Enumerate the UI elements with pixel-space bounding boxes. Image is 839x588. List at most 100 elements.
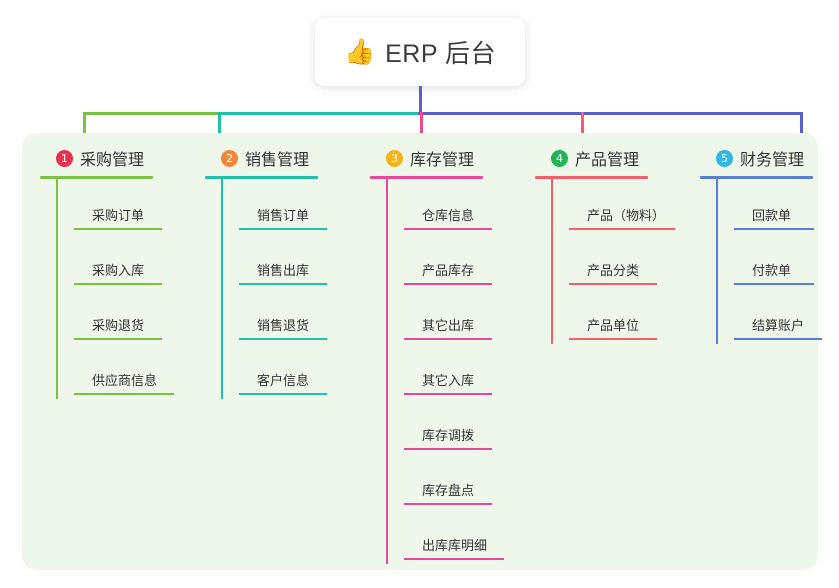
branch-item-list: 采购订单采购入库采购退货供应商信息 — [40, 179, 174, 399]
branch-item[interactable]: 结算账户 — [716, 289, 822, 344]
branch-item[interactable]: 客户信息 — [221, 344, 327, 399]
branch-item-list: 销售订单销售出库销售退货客户信息 — [205, 179, 327, 399]
branch-item[interactable]: 库存调拨 — [386, 399, 492, 454]
connector-bar-segment-2 — [218, 112, 418, 115]
connector-drop-1 — [83, 112, 86, 150]
branch-item-label: 产品（物料） — [587, 208, 666, 223]
branch-panel-background — [22, 133, 818, 570]
branch-item-label: 库存盘点 — [422, 483, 475, 498]
branch-title-underline — [535, 176, 648, 179]
root-connector-line — [419, 86, 422, 113]
branch-item-label: 采购入库 — [92, 263, 145, 278]
branch-spine-line — [56, 179, 58, 399]
connector-bar-segment-1 — [83, 112, 218, 115]
branch-item-underline — [404, 338, 492, 340]
branch-item[interactable]: 产品库存 — [386, 234, 492, 289]
branch-item-underline — [239, 283, 327, 285]
branch-header-1[interactable]: 1 采购管理 — [40, 146, 153, 170]
branch-spine-line — [221, 179, 223, 399]
branch-header-3[interactable]: 3 库存管理 — [370, 146, 483, 170]
branch-item-label: 采购订单 — [92, 208, 145, 223]
branch-item-underline — [569, 338, 657, 340]
branch-spine-line — [551, 179, 553, 344]
branch-header-5[interactable]: 5 财务管理 — [700, 146, 813, 170]
branch-item[interactable]: 采购订单 — [56, 179, 162, 234]
branch-item[interactable]: 出库库明细 — [386, 509, 504, 564]
branch-item-underline — [734, 338, 822, 340]
branch-item-label: 客户信息 — [257, 373, 310, 388]
branch-item-label: 销售订单 — [257, 208, 310, 223]
branch-item-underline — [239, 393, 327, 395]
connector-drop-4 — [581, 112, 584, 150]
branch-item[interactable]: 销售退货 — [221, 289, 327, 344]
connector-drop-5 — [800, 112, 803, 150]
branch-item-list: 仓库信息产品库存其它出库其它入库库存调拨库存盘点出库库明细 — [370, 179, 504, 564]
connector-drop-3 — [420, 112, 423, 150]
branch-item-underline — [74, 228, 162, 230]
branch-item[interactable]: 销售订单 — [221, 179, 327, 234]
branch-item-label: 其它入库 — [422, 373, 475, 388]
branch-item-label: 出库库明细 — [422, 538, 488, 553]
branch-item-underline — [734, 228, 814, 230]
branch-item-underline — [404, 283, 492, 285]
branch-item[interactable]: 产品单位 — [551, 289, 657, 344]
branch-title-underline — [40, 176, 153, 179]
branch-item-underline — [404, 558, 504, 560]
branch-title: 财务管理 — [740, 152, 805, 169]
branch-title: 库存管理 — [410, 152, 475, 169]
branch-item-underline — [404, 503, 492, 505]
branch-item-label: 产品分类 — [587, 263, 640, 278]
branch-number-badge: 1 — [56, 149, 73, 167]
branch-item-label: 结算账户 — [752, 318, 805, 333]
branch-item-underline — [404, 228, 492, 230]
branch-number-badge: 5 — [716, 149, 733, 167]
branch-item-underline — [239, 338, 327, 340]
connector-bar-segment-3 — [418, 112, 803, 115]
branch-item-underline — [569, 283, 657, 285]
branch-column-3: 3 库存管理仓库信息产品库存其它出库其它入库库存调拨库存盘点出库库明细 — [370, 146, 504, 564]
branch-item[interactable]: 仓库信息 — [386, 179, 492, 234]
branch-item[interactable]: 采购入库 — [56, 234, 162, 289]
root-node-card[interactable]: 👍 ERP 后台 — [315, 18, 525, 86]
root-node-title: ERP 后台 — [385, 40, 497, 68]
branch-item-label: 产品库存 — [422, 263, 475, 278]
branch-item[interactable]: 产品分类 — [551, 234, 657, 289]
branch-item[interactable]: 其它出库 — [386, 289, 492, 344]
branch-item-label: 付款单 — [752, 263, 792, 278]
branch-item[interactable]: 供应商信息 — [56, 344, 174, 399]
branch-item-label: 供应商信息 — [92, 373, 158, 388]
branch-item[interactable]: 回款单 — [716, 179, 814, 234]
branch-column-5: 5 财务管理回款单付款单结算账户 — [700, 146, 822, 344]
branch-item[interactable]: 销售出库 — [221, 234, 327, 289]
branch-item-underline — [239, 228, 327, 230]
branch-column-1: 1 采购管理采购订单采购入库采购退货供应商信息 — [40, 146, 174, 399]
branch-title: 产品管理 — [575, 152, 640, 169]
branch-item-label: 库存调拨 — [422, 428, 475, 443]
branch-item-underline — [734, 283, 814, 285]
branch-spine-line — [716, 179, 718, 344]
branch-item-list: 产品（物料） 产品分类产品单位 — [535, 179, 675, 344]
branch-item[interactable]: 产品（物料） — [551, 179, 675, 234]
branch-item[interactable]: 付款单 — [716, 234, 814, 289]
branch-item-list: 回款单付款单结算账户 — [700, 179, 822, 344]
branch-item-label: 销售退货 — [257, 318, 310, 333]
branch-item[interactable]: 库存盘点 — [386, 454, 492, 509]
branch-title-underline — [370, 176, 483, 179]
branch-item[interactable]: 采购退货 — [56, 289, 162, 344]
branch-spine-line — [386, 179, 388, 564]
branch-title: 采购管理 — [80, 152, 145, 169]
branch-title: 销售管理 — [245, 152, 310, 169]
connector-drop-2 — [218, 112, 221, 150]
root-node-content: 👍 ERP 后台 — [344, 34, 496, 70]
branch-item-label: 回款单 — [752, 208, 792, 223]
branch-item-label: 产品单位 — [587, 318, 640, 333]
branch-item-underline — [404, 393, 492, 395]
branch-number-badge: 3 — [386, 149, 403, 167]
branch-item-underline — [74, 338, 162, 340]
branch-item[interactable]: 其它入库 — [386, 344, 492, 399]
